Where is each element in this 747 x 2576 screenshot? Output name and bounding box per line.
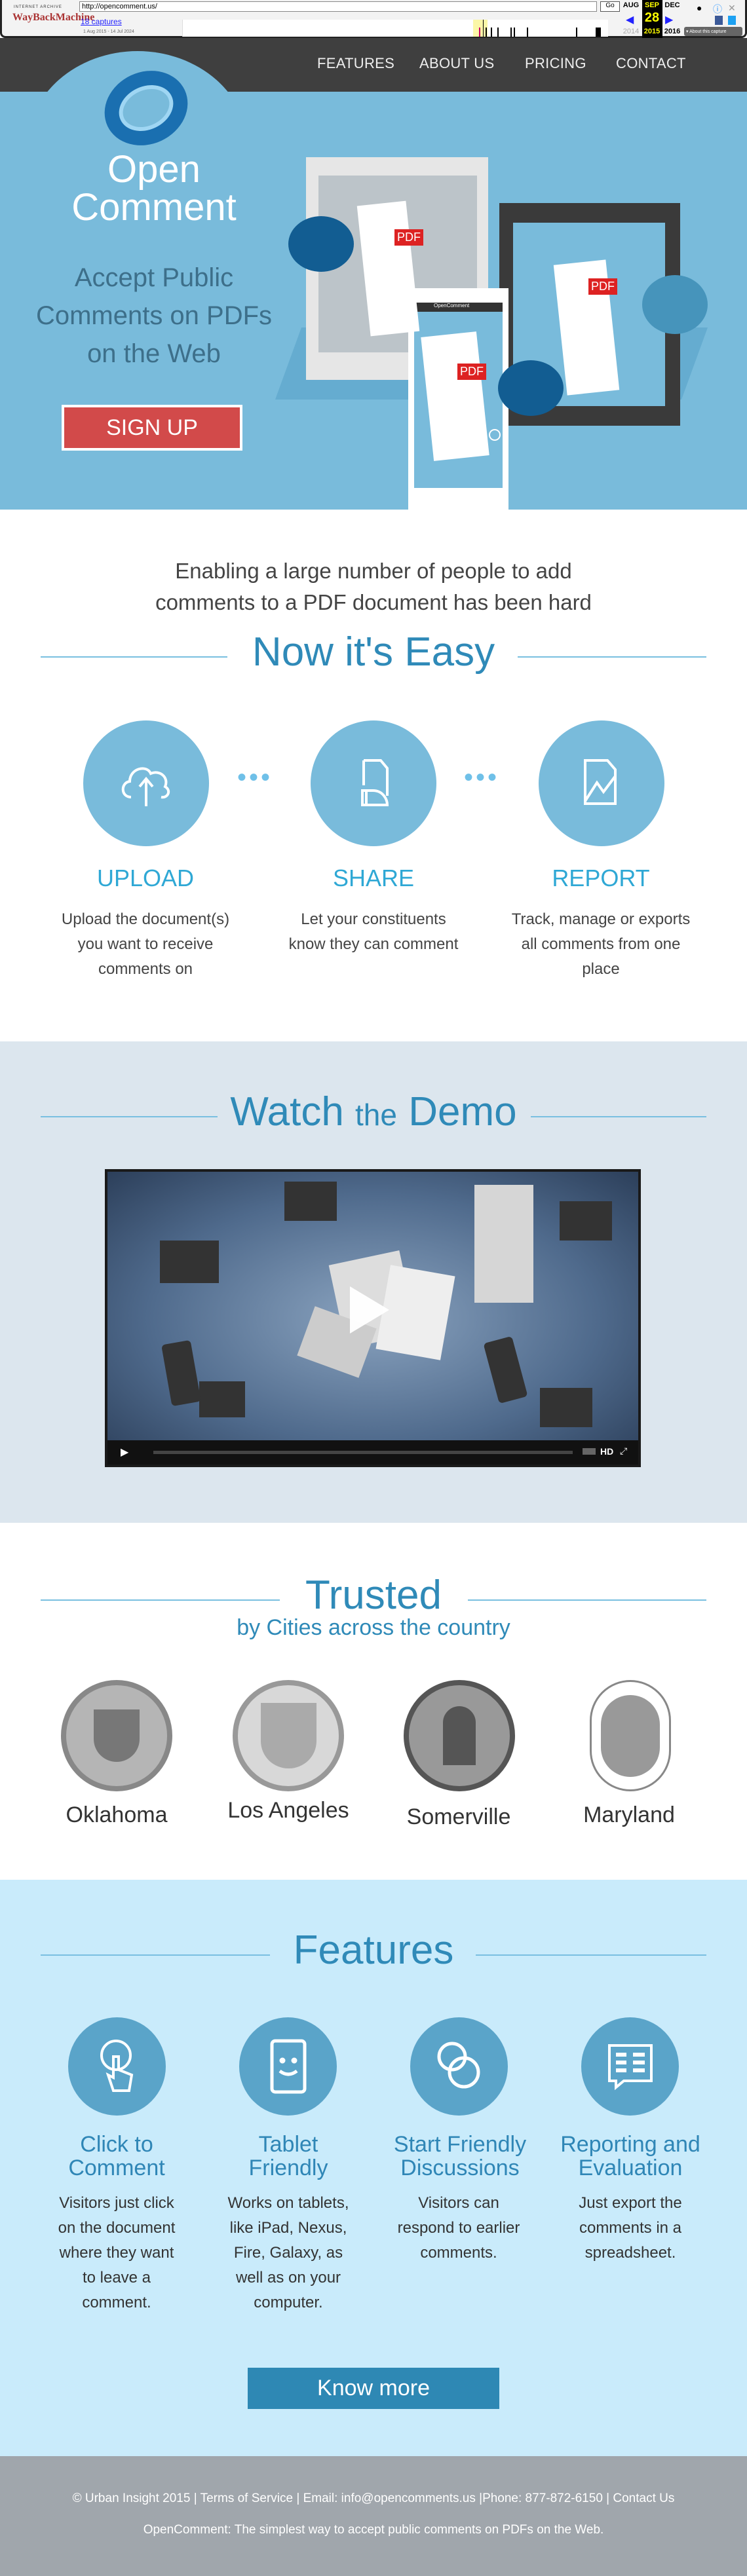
play-icon[interactable] (350, 1286, 389, 1334)
step-connector: ••• (237, 763, 273, 792)
spreadsheet-report-icon (581, 2017, 679, 2116)
brand-name: Open Comment (71, 148, 237, 229)
share-document-icon (311, 720, 436, 846)
about-capture-button[interactable]: ▾ About this capture (684, 27, 742, 36)
demo-section: Watch the Demo ▶ HD ⤢ (0, 1041, 747, 1523)
demo-title: Watch the Demo (230, 1089, 517, 1134)
step-report-title: REPORT (552, 865, 650, 891)
divider (518, 656, 706, 658)
maryland-seal (590, 1680, 671, 1791)
step-upload-title: UPLOAD (96, 865, 195, 891)
click-hand-icon (68, 2017, 166, 2116)
user-icon[interactable]: ● (697, 3, 702, 13)
los-angeles-seal (233, 1680, 344, 1791)
section-title: Now it's Easy (252, 629, 495, 675)
nav-features[interactable]: FEATURES (317, 55, 395, 71)
next-arrow-icon[interactable]: ▶ (665, 14, 674, 26)
step-connector: ••• (464, 763, 500, 792)
next-month[interactable]: DEC (664, 1, 680, 9)
upload-cloud-icon (83, 720, 209, 846)
feature-desc: Works on tablets,like iPad, Nexus,Fire, … (227, 2194, 349, 2311)
prev-year[interactable]: 2014 (622, 28, 640, 35)
fullscreen-icon[interactable]: ⤢ (620, 1446, 628, 1456)
nav-pricing[interactable]: PRICING (525, 55, 586, 71)
close-icon[interactable]: ✕ (728, 3, 736, 13)
report-chart-icon (539, 720, 664, 846)
video-progress[interactable] (153, 1451, 573, 1454)
discussion-bubbles-icon (410, 2017, 508, 2116)
step-share-title: SHARE (332, 865, 415, 891)
divider (41, 656, 227, 658)
city-maryland: Maryland (583, 1802, 675, 1827)
capture-sparkline[interactable] (182, 20, 608, 37)
current-day: 28 (644, 10, 660, 25)
footer-tagline: OpenComment: The simplest way to accept … (143, 2523, 604, 2537)
volume-icon[interactable] (583, 1448, 596, 1455)
city-los-angeles: Los Angeles (227, 1798, 349, 1823)
city-somerville: Somerville (406, 1804, 511, 1829)
terms-link[interactable]: Terms of Service (200, 2492, 294, 2505)
demo-video[interactable]: ▶ HD ⤢ (105, 1169, 641, 1467)
comment-bubble-icon (288, 216, 354, 272)
phone: Phone: 877-872-6150 (482, 2492, 603, 2505)
copyright: © Urban Insight 2015 (72, 2492, 191, 2505)
contact-link[interactable]: Contact Us (613, 2492, 675, 2505)
hd-button[interactable]: HD (600, 1446, 614, 1457)
wayback-toolbar: INTERNET ARCHIVE WayBackMachine http://o… (0, 0, 747, 38)
wayback-logo-top: INTERNET ARCHIVE (14, 5, 62, 9)
comment-bubble-icon (498, 360, 564, 416)
trusted-subtitle: by Cities across the country (237, 1615, 510, 1640)
twitter-icon[interactable] (728, 16, 736, 25)
video-controls: ▶ HD ⤢ (107, 1440, 638, 1465)
current-year: 2015 (643, 28, 661, 35)
city-oklahoma: Oklahoma (66, 1802, 168, 1827)
comment-bubble-icon (642, 275, 708, 334)
intro-text: Enabling a large number of people to add… (155, 559, 592, 614)
current-month: SEP (644, 1, 659, 9)
help-icon[interactable]: ⓘ (713, 4, 722, 14)
devices-illustration: OpenComment PDF PDF PDF (275, 157, 708, 511)
captures-link[interactable]: 18 captures (81, 17, 122, 26)
wayback-url-input[interactable]: http://opencomment.us/ (79, 1, 597, 12)
somerville-seal (404, 1680, 515, 1791)
play-button-icon[interactable]: ▶ (121, 1447, 129, 1458)
oklahoma-seal (61, 1680, 172, 1791)
captures-range: 1 Aug 2015 - 14 Jul 2024 (83, 29, 134, 34)
nav-about-us[interactable]: ABOUT US (419, 55, 495, 71)
know-more-button[interactable]: Know more (248, 2368, 499, 2409)
step-upload-desc: Upload the document(s)you want to receiv… (61, 910, 230, 978)
next-year[interactable]: 2016 (664, 28, 681, 35)
sign-up-button[interactable]: SIGN UP (62, 405, 242, 451)
trusted-title: Trusted (305, 1573, 442, 1618)
carousel-dot-active[interactable] (473, 429, 485, 441)
footer: © Urban Insight 2015 | Terms of Service … (0, 2456, 747, 2576)
wayback-logo[interactable]: WayBackMachine (12, 12, 95, 23)
features-title: Features (293, 1928, 454, 1973)
footer-links: © Urban Insight 2015 | Terms of Service … (72, 2492, 675, 2505)
wayback-go-button[interactable]: Go (600, 1, 620, 12)
tablet-smile-icon (239, 2017, 337, 2116)
carousel-dot[interactable] (489, 429, 501, 441)
facebook-icon[interactable] (715, 16, 723, 25)
prev-month[interactable]: AUG (622, 1, 640, 9)
email-link[interactable]: Email: info@opencomments.us (303, 2492, 476, 2505)
prev-arrow-icon[interactable]: ◀ (626, 14, 634, 26)
nav-contact[interactable]: CONTACT (616, 55, 686, 71)
